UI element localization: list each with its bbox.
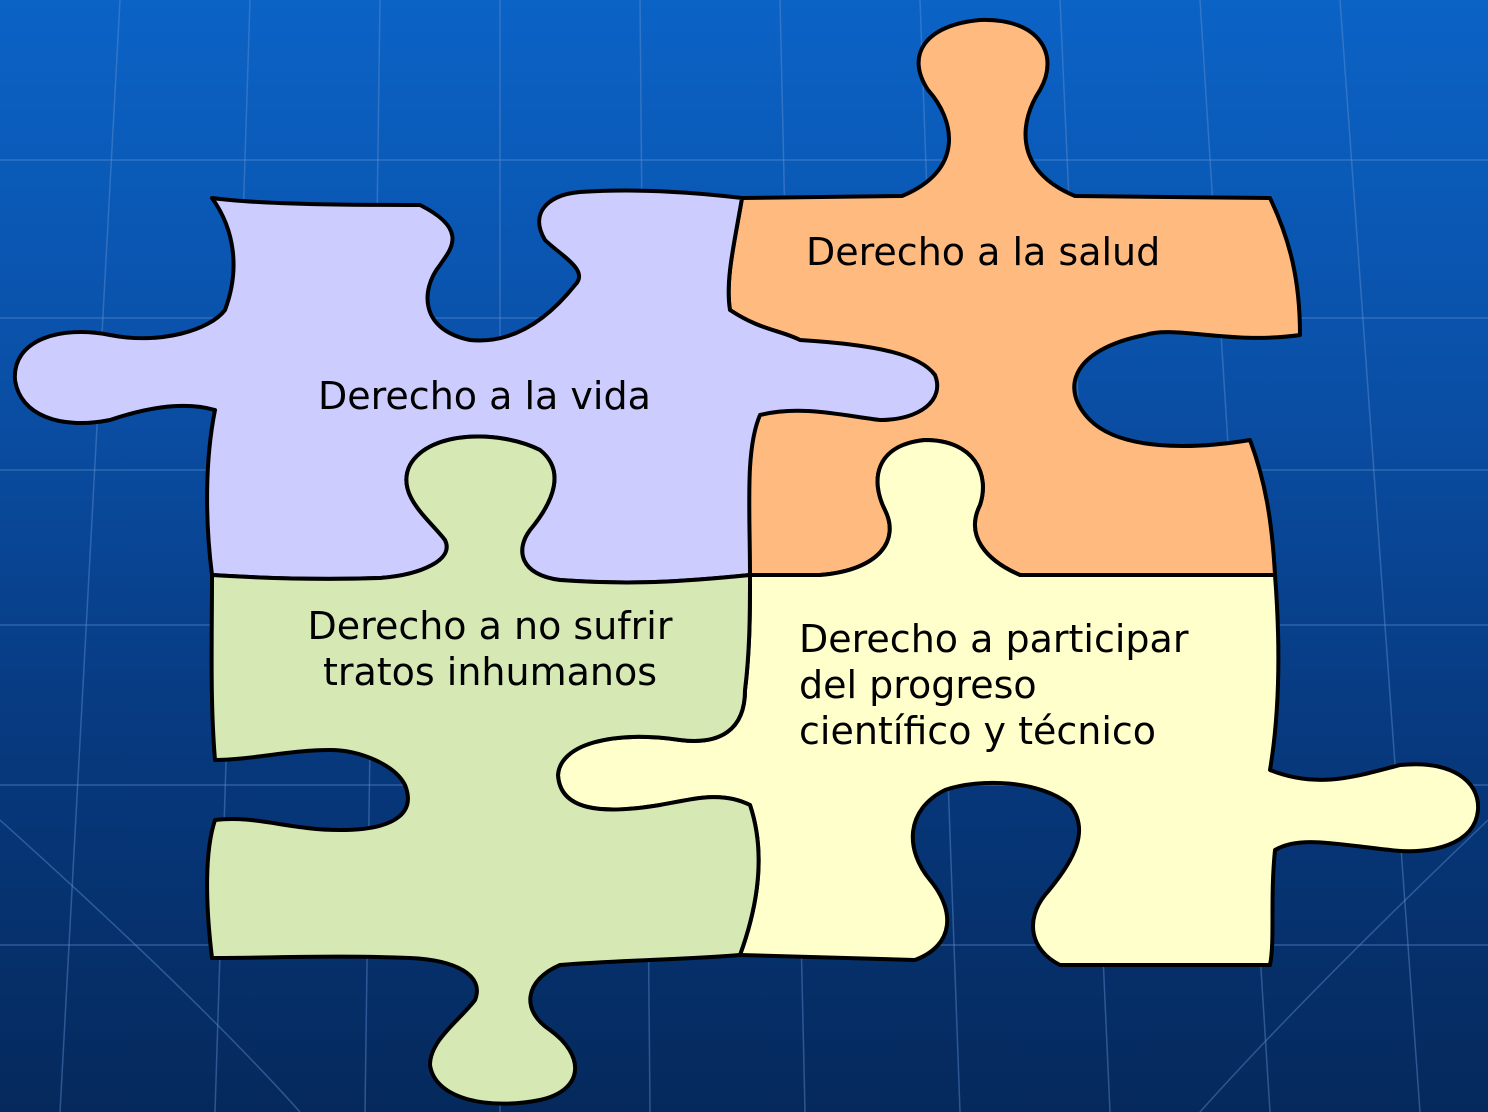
label-line: del progreso bbox=[799, 663, 1037, 707]
puzzle-piece-salud bbox=[726, 17, 1302, 577]
label-line: Derecho a la vida bbox=[318, 374, 651, 418]
label-derecho-vida: Derecho a la vida bbox=[318, 373, 698, 419]
label-derecho-salud: Derecho a la salud bbox=[806, 229, 1206, 275]
label-line: Derecho a participar bbox=[799, 617, 1189, 661]
label-line: Derecho a la salud bbox=[806, 230, 1161, 274]
label-derecho-progreso: Derecho a participar del progreso cientí… bbox=[799, 616, 1259, 754]
puzzle-piece-tratos bbox=[205, 434, 761, 1106]
label-line: Derecho a no sufrir bbox=[307, 604, 673, 648]
label-line: tratos inhumanos bbox=[322, 650, 658, 694]
label-derecho-tratos: Derecho a no sufrir tratos inhumanos bbox=[240, 603, 740, 695]
label-line: científico y técnico bbox=[799, 709, 1157, 753]
